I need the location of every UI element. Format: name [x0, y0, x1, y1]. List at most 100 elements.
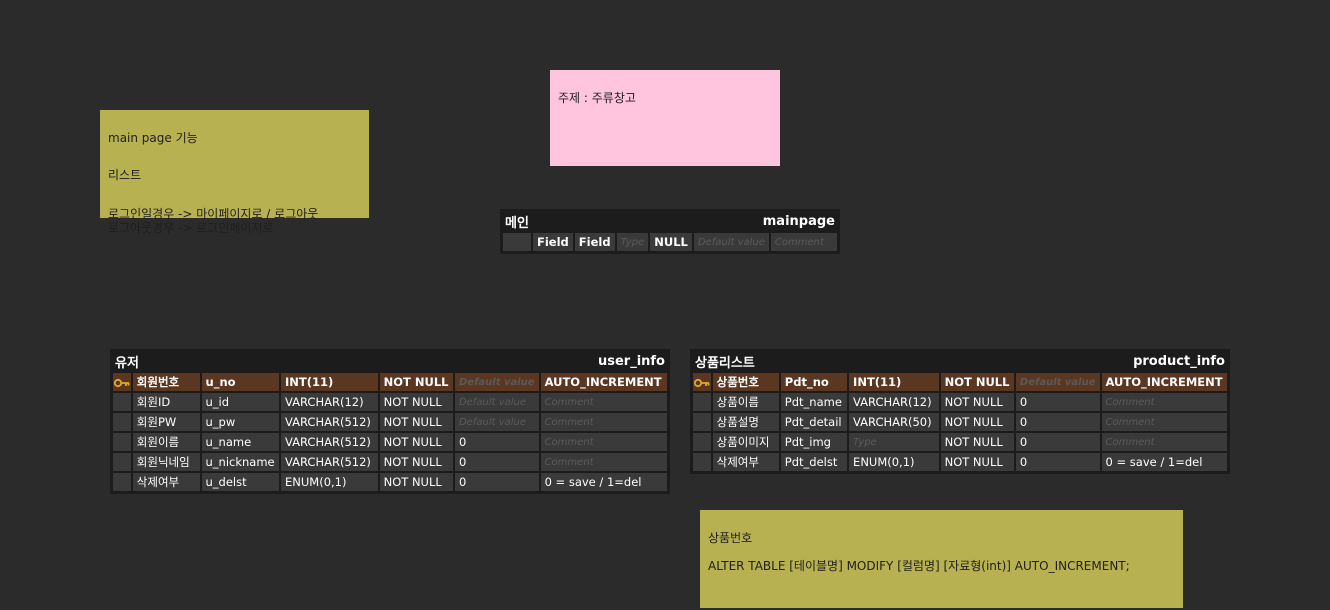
- note-topic-text: 주제 : 주류창고: [558, 91, 636, 105]
- entity-mainpage-header[interactable]: 메인 mainpage: [503, 209, 837, 233]
- column-logical-name[interactable]: 상품설명: [712, 413, 779, 431]
- column-nullable[interactable]: NOT NULL: [379, 473, 453, 491]
- column-type[interactable]: VARCHAR(50): [849, 413, 939, 431]
- column-logical-name[interactable]: 상품번호: [712, 373, 779, 391]
- column-default[interactable]: 0: [454, 433, 539, 451]
- column-logical-name[interactable]: 회원PW: [132, 413, 200, 431]
- key-cell: [113, 413, 131, 431]
- column-type[interactable]: INT(11): [849, 373, 939, 391]
- column-nullable[interactable]: NOT NULL: [379, 393, 453, 411]
- column-default[interactable]: 0: [1015, 453, 1100, 471]
- column-physical-name[interactable]: Pdt_delst: [780, 453, 848, 471]
- column-nullable[interactable]: NOT NULL: [379, 453, 453, 471]
- column-comment[interactable]: AUTO_INCREMENT: [1101, 373, 1227, 391]
- column-comment-placeholder[interactable]: Comment: [540, 433, 667, 451]
- column-comment-placeholder[interactable]: Comment: [540, 453, 667, 471]
- column-comment-placeholder[interactable]: Comment: [540, 413, 667, 431]
- column-nullable[interactable]: NOT NULL: [940, 453, 1014, 471]
- column-logical-name[interactable]: 삭제여부: [132, 473, 200, 491]
- column-nullable[interactable]: NOT NULL: [940, 373, 1014, 391]
- column-default-placeholder[interactable]: Default value: [693, 233, 769, 251]
- column-default[interactable]: 0: [454, 473, 539, 491]
- column-type[interactable]: VARCHAR(512): [281, 413, 378, 431]
- column-physical-name[interactable]: u_id: [201, 393, 280, 411]
- column-logical-name[interactable]: 상품이미지: [712, 433, 779, 451]
- table-row[interactable]: Field Field Type NULL Default value Comm…: [503, 233, 837, 251]
- column-type[interactable]: VARCHAR(12): [281, 393, 378, 411]
- column-default-placeholder[interactable]: Default value: [454, 393, 539, 411]
- note-pk-auto-increment[interactable]: 상품번호 ALTER TABLE [테이블명] MODIFY [컬럼명] [자료…: [700, 510, 1183, 608]
- column-nullable[interactable]: NOT NULL: [379, 433, 453, 451]
- column-type[interactable]: ENUM(0,1): [281, 473, 378, 491]
- entity-product-info-label: 상품리스트: [695, 355, 755, 371]
- column-physical-name[interactable]: u_nickname: [201, 453, 280, 471]
- column-nullable[interactable]: NOT NULL: [379, 373, 453, 391]
- entity-product-info-header[interactable]: 상품리스트 product_info: [693, 349, 1227, 373]
- column-physical-name[interactable]: Pdt_detail: [780, 413, 848, 431]
- column-comment[interactable]: 0 = save / 1=del: [1101, 453, 1227, 471]
- column-type[interactable]: ENUM(0,1): [849, 453, 939, 471]
- column-comment-placeholder[interactable]: Comment: [770, 233, 837, 251]
- column-physical-name[interactable]: Pdt_img: [780, 433, 848, 451]
- column-nullable[interactable]: NOT NULL: [379, 413, 453, 431]
- entity-mainpage[interactable]: 메인 mainpage Field Field Type NULL Defaul…: [500, 209, 840, 254]
- column-physical-name[interactable]: u_delst: [201, 473, 280, 491]
- note-main-page-detail: 로그인일경우 -> 마이페이지로 / 로그아웃 로그아웃경우 -> 로그인페이지…: [108, 207, 319, 235]
- column-default[interactable]: 0: [454, 453, 539, 471]
- column-logical-name[interactable]: 회원이름: [132, 433, 200, 451]
- column-comment-placeholder[interactable]: Comment: [1101, 393, 1227, 411]
- note-main-page[interactable]: main page 기능 리스트 로그인일경우 -> 마이페이지로 / 로그아웃…: [100, 110, 369, 235]
- column-type[interactable]: VARCHAR(512): [281, 453, 378, 471]
- column-default-placeholder[interactable]: Default value: [454, 373, 539, 391]
- note-topic[interactable]: 주제 : 주류창고: [550, 70, 780, 166]
- column-physical-name[interactable]: Field: [574, 233, 615, 251]
- column-logical-name[interactable]: 회원ID: [132, 393, 200, 411]
- column-type-placeholder[interactable]: Type: [849, 433, 939, 451]
- column-type-placeholder[interactable]: Type: [616, 233, 649, 251]
- column-comment[interactable]: 0 = save / 1=del: [540, 473, 667, 491]
- column-logical-name[interactable]: Field: [533, 233, 573, 251]
- column-comment-placeholder[interactable]: Comment: [1101, 413, 1227, 431]
- column-logical-name[interactable]: 삭제여부: [712, 453, 779, 471]
- column-logical-name[interactable]: 회원닉네임: [132, 453, 200, 471]
- column-type[interactable]: INT(11): [281, 373, 378, 391]
- column-default-placeholder[interactable]: Default value: [1015, 373, 1100, 391]
- column-physical-name[interactable]: u_no: [201, 373, 280, 391]
- column-nullable[interactable]: NULL: [650, 233, 692, 251]
- column-physical-name[interactable]: Pdt_name: [780, 393, 848, 411]
- column-nullable[interactable]: NOT NULL: [940, 393, 1014, 411]
- key-cell: [693, 413, 711, 431]
- entity-product-info-name: product_info: [1133, 353, 1225, 369]
- column-default[interactable]: 0: [1015, 433, 1100, 451]
- column-default-placeholder[interactable]: Default value: [454, 413, 539, 431]
- column-physical-name[interactable]: u_name: [201, 433, 280, 451]
- key-cell: [693, 393, 711, 411]
- column-comment[interactable]: AUTO_INCREMENT: [540, 373, 667, 391]
- column-comment-placeholder[interactable]: Comment: [540, 393, 667, 411]
- column-nullable[interactable]: NOT NULL: [940, 433, 1014, 451]
- column-default[interactable]: 0: [1015, 413, 1100, 431]
- column-physical-name[interactable]: u_pw: [201, 413, 280, 431]
- column-type[interactable]: VARCHAR(12): [849, 393, 939, 411]
- column-default[interactable]: 0: [1015, 393, 1100, 411]
- column-logical-name[interactable]: 회원번호: [132, 373, 200, 391]
- entity-user-info-header[interactable]: 유저 user_info: [113, 349, 667, 373]
- column-comment-placeholder[interactable]: Comment: [1101, 433, 1227, 451]
- column-nullable[interactable]: NOT NULL: [940, 413, 1014, 431]
- column-logical-name[interactable]: 상품이름: [712, 393, 779, 411]
- column-physical-name[interactable]: Pdt_no: [780, 373, 848, 391]
- column-type[interactable]: VARCHAR(512): [281, 433, 378, 451]
